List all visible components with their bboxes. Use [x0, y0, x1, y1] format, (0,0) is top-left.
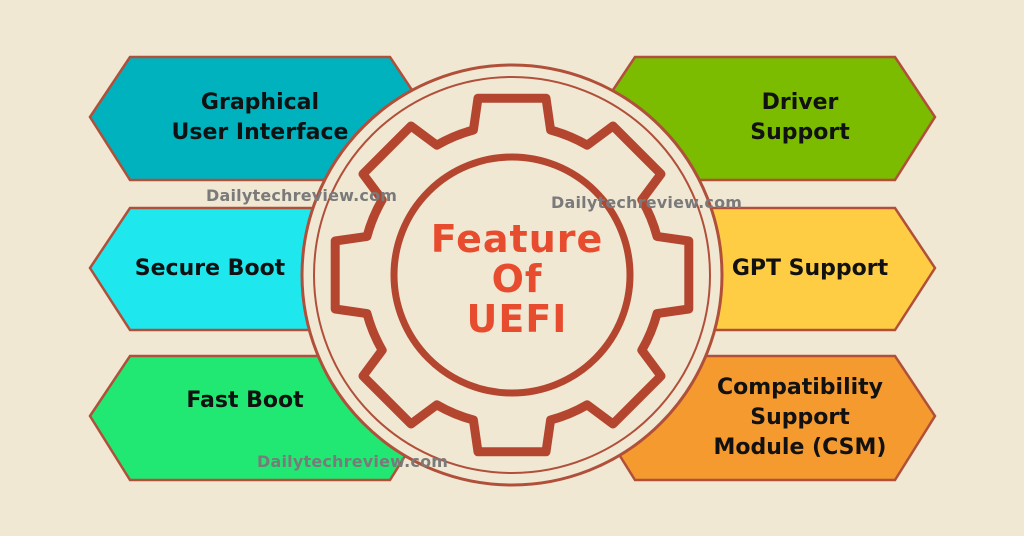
watermark-right-top: Dailytechreview.com	[551, 193, 743, 212]
gear-icon	[330, 93, 694, 457]
feature-label-graphical-user-interface: Graphical User Interface	[171, 90, 349, 145]
center-inner-circle	[313, 76, 711, 474]
watermark-bottom: Dailytechreview.com	[257, 452, 449, 471]
center-circle	[300, 63, 724, 487]
feature-label-fast-boot: Fast Boot	[186, 388, 304, 414]
center-title: Feature Of UEFI	[430, 217, 604, 341]
feature-label-csm: Compatibility Support Module (CSM)	[713, 375, 887, 460]
feature-label-gpt-support: GPT Support	[731, 256, 889, 282]
feature-label-driver-support: Driver Support	[750, 90, 850, 145]
feature-label-secure-boot: Secure Boot	[134, 256, 286, 282]
gear-hub-ring	[390, 153, 634, 397]
watermark-left-top: Dailytechreview.com	[206, 186, 398, 205]
